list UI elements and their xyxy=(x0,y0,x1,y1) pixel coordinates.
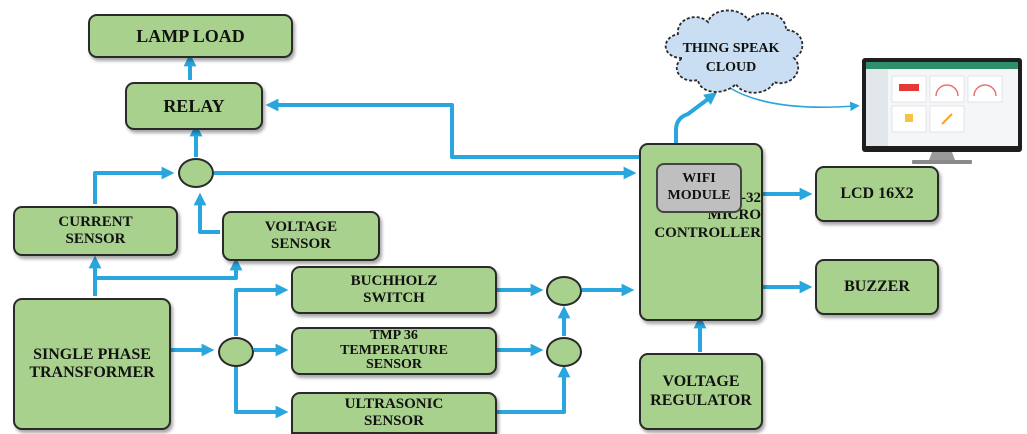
voltage-sensor-label-line2: SENSOR xyxy=(270,236,332,252)
junction-sensors-bottom xyxy=(546,337,582,367)
buchholz-label-line1: BUCHHOLZ xyxy=(350,272,438,289)
junction-distribution xyxy=(218,337,254,367)
wifi-module-block: WIFI MODULE xyxy=(656,163,742,213)
buzzer-label: BUZZER xyxy=(844,277,910,295)
buchholz-label-line2: SWITCH xyxy=(363,290,425,306)
lamp-load-block: LAMP LOAD xyxy=(88,14,293,58)
monitor-icon xyxy=(862,58,1022,164)
wire-cloud-monitor xyxy=(729,87,860,112)
esp32-label-line3: CONTROLLER xyxy=(654,224,761,241)
voltage-sensor-label-line1: VOLTAGE xyxy=(264,218,338,235)
wifi-module-label-line1: WIFI xyxy=(682,171,716,187)
voltage-regulator-block: VOLTAGE REGULATOR xyxy=(639,353,763,430)
single-phase-transformer-block: SINGLE PHASE TRANSFORMER xyxy=(13,298,171,430)
wire-ultrasonic-junction xyxy=(497,364,571,414)
ultrasonic-label-line1: ULTRASONIC xyxy=(344,395,444,412)
tmp36-label-line1: TMP 36 xyxy=(370,327,418,343)
cloud-icon xyxy=(664,9,804,94)
current-sensor-block: CURRENT SENSOR xyxy=(13,206,178,256)
cloud-label: THING SPEAK CLOUD xyxy=(668,40,794,78)
transformer-label-line2: TRANSFORMER xyxy=(29,364,155,381)
ultrasonic-label-line2: SENSOR xyxy=(363,413,425,429)
tmp36-label-line2: TEMPERATURE xyxy=(340,342,448,358)
junction-sensors-top xyxy=(546,276,582,306)
wire-junction-ultrasonic xyxy=(234,365,289,419)
buchholz-switch-block: BUCHHOLZ SWITCH xyxy=(291,266,497,314)
wire-junction-buchholz xyxy=(234,283,289,336)
transformer-label-line1: SINGLE PHASE xyxy=(33,345,151,363)
buzzer-block: BUZZER xyxy=(815,259,939,315)
tmp36-label-line3: SENSOR xyxy=(365,357,423,373)
voltage-regulator-label-line2: REGULATOR xyxy=(650,391,752,409)
cloud-label-line1: THING SPEAK xyxy=(682,41,780,56)
current-sensor-label-line1: CURRENT xyxy=(58,213,133,230)
wire-voltage-junction xyxy=(193,192,220,234)
wire-transformer-voltage xyxy=(95,257,243,280)
lcd-label: LCD 16X2 xyxy=(840,184,914,202)
relay-block: RELAY xyxy=(125,82,263,130)
lamp-load-label: LAMP LOAD xyxy=(136,25,245,46)
wifi-module-label-line2: MODULE xyxy=(667,188,731,203)
ultrasonic-sensor-block: ULTRASONIC SENSOR xyxy=(291,392,497,434)
lcd-block: LCD 16X2 xyxy=(815,166,939,222)
voltage-sensor-block: VOLTAGE SENSOR xyxy=(222,211,380,261)
cloud-label-line2: CLOUD xyxy=(705,59,757,75)
wire-esp-relay xyxy=(265,98,640,159)
relay-label: RELAY xyxy=(163,95,225,116)
junction-relay xyxy=(178,158,214,188)
wire-esp-cloud xyxy=(674,92,718,143)
tmp36-sensor-block: TMP 36 TEMPERATURE SENSOR xyxy=(291,327,497,375)
current-sensor-label-line2: SENSOR xyxy=(65,231,126,247)
voltage-regulator-label-line1: VOLTAGE xyxy=(662,373,740,391)
wire-current-junction xyxy=(93,166,175,204)
